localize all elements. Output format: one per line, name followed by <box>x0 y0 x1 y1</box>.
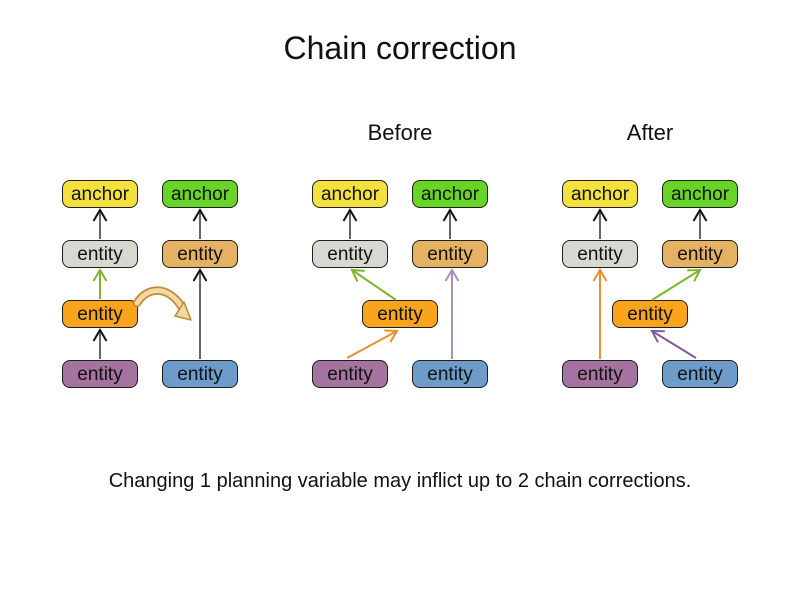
node-entity-blue: entity <box>412 360 488 388</box>
node-entity-tan: entity <box>412 240 488 268</box>
node-anchor-yellow: anchor <box>562 180 638 208</box>
node-entity-orange: entity <box>612 300 688 328</box>
before-label: Before <box>367 120 433 145</box>
node-entity-tan: entity <box>662 240 738 268</box>
node-entity-tan: entity <box>162 240 238 268</box>
node-entity-purple: entity <box>62 360 138 388</box>
node-anchor-green: anchor <box>412 180 488 208</box>
node-anchor-green: anchor <box>162 180 238 208</box>
node-anchor-yellow: anchor <box>62 180 138 208</box>
node-anchor-green: anchor <box>662 180 738 208</box>
node-entity-gray: entity <box>62 240 138 268</box>
node-entity-purple: entity <box>312 360 388 388</box>
node-entity-blue: entity <box>162 360 238 388</box>
node-entity-orange: entity <box>362 300 438 328</box>
node-entity-orange: entity <box>62 300 138 328</box>
node-entity-purple: entity <box>562 360 638 388</box>
node-anchor-yellow: anchor <box>312 180 388 208</box>
page-title: Chain correction <box>283 30 517 66</box>
node-entity-gray: entity <box>562 240 638 268</box>
node-entity-gray: entity <box>312 240 388 268</box>
caption: Changing 1 planning variable may inflict… <box>108 470 692 492</box>
after-label: After <box>626 120 674 145</box>
node-entity-blue: entity <box>662 360 738 388</box>
